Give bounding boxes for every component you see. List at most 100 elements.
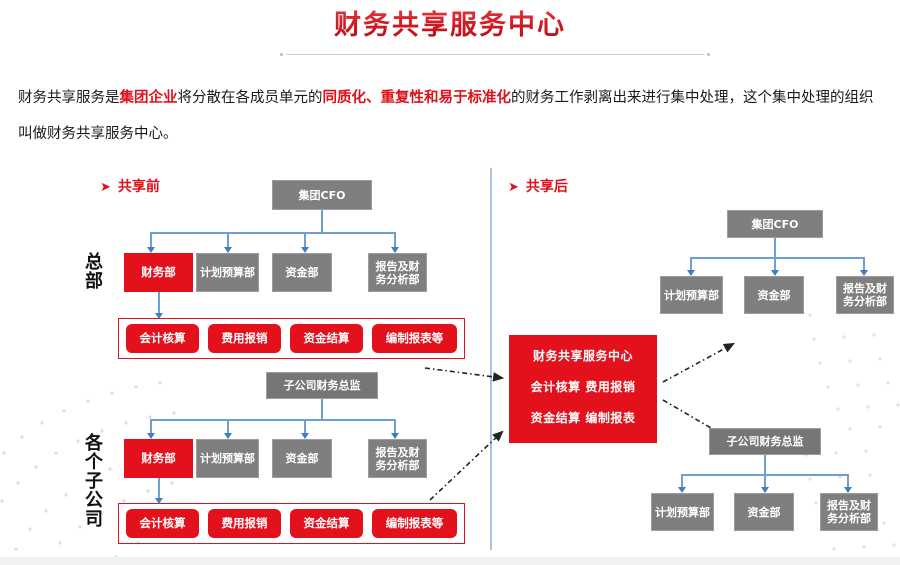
- left-sub-drop-2: [227, 419, 229, 435]
- left-hq-drop-3: [304, 232, 306, 249]
- page-title-wrap: 财务共享服务中心: [0, 8, 900, 42]
- title-divider-rule: [280, 53, 710, 56]
- left-hq-task-1[interactable]: 费用报销: [208, 324, 281, 353]
- right-hq-drop-3: [863, 257, 865, 272]
- ssc-title: 财务共享服务中心: [532, 349, 633, 363]
- left-sub-dept-3[interactable]: 报告及财务分析部: [368, 439, 427, 478]
- left-sub-arrow-2: [224, 433, 232, 439]
- right-hq-bus-line: [690, 257, 864, 259]
- left-hq-dept-0[interactable]: 财务部: [124, 253, 193, 292]
- page-title: 财务共享服务中心: [334, 10, 566, 40]
- intro-paragraph: 财务共享服务是集团企业将分散在各成员单元的同质化、重复性和易于标准化的财务工作剥…: [18, 80, 886, 152]
- left-hq-drop-1: [150, 232, 152, 249]
- right-sub-arrow-3: [844, 487, 852, 493]
- center-vertical-divider: [490, 168, 492, 550]
- ssc-row-1: 会计核算 费用报销: [530, 380, 636, 394]
- dashed-flow-arrows: [424, 342, 737, 501]
- left-hq-trunk-line: [321, 210, 323, 233]
- right-hq-arrow-3: [860, 270, 868, 276]
- right-sub-drop-3: [847, 474, 849, 489]
- right-hq-arrow-1: [687, 270, 695, 276]
- left-sub-bus-line: [150, 419, 395, 421]
- left-hq-arrow-4: [391, 247, 399, 253]
- intro-highlight-1: 集团企业: [119, 90, 178, 106]
- right-hq-dept-1[interactable]: 资金部: [744, 276, 804, 314]
- left-sub-task-group-outline: [118, 503, 465, 544]
- ssc-ellipsis: ……: [572, 438, 594, 448]
- left-sub-dept-2[interactable]: 资金部: [272, 439, 332, 478]
- intro-segment-3: 的财务工作剥离出来进行集中处理，这个集中处理的组织叫做财务共享服务中心。: [18, 90, 874, 142]
- left-hq-arrow-2: [224, 247, 232, 253]
- left-hq-dept-3[interactable]: 报告及财务分析部: [368, 253, 427, 292]
- diagram-canvas: ➤ 共享前 总部 各个子公司 集团CFO 财务部 计划预算部 资金部 报告及财务分…: [0, 160, 900, 558]
- left-sub-task-arrow: [155, 498, 163, 504]
- right-sub-drop-2: [764, 474, 766, 489]
- left-sub-task-3[interactable]: 编制报表等: [372, 509, 457, 538]
- right-sub-dept-2[interactable]: 报告及财务分析部: [820, 493, 878, 531]
- left-hq-task-group-outline: [118, 318, 465, 359]
- left-hq-root-box[interactable]: 集团CFO: [272, 180, 372, 210]
- intro-segment-1: 财务共享服务是: [18, 90, 120, 106]
- left-sub-dept-1[interactable]: 计划预算部: [196, 439, 259, 478]
- right-sub-dept-1[interactable]: 资金部: [734, 493, 794, 531]
- arrow-sub-to-center: [429, 430, 504, 501]
- left-sub-arrow-3: [301, 433, 309, 439]
- left-sub-drop-3: [304, 419, 306, 435]
- right-sub-arrow-2: [761, 487, 769, 493]
- title-divider-cap-right: [707, 53, 710, 56]
- right-hq-trunk-line: [774, 238, 776, 258]
- bullet-arrow-icon: ➤: [100, 179, 111, 194]
- side-label-headquarters: 总部: [82, 252, 103, 290]
- left-sub-task-2[interactable]: 资金结算: [290, 509, 363, 538]
- right-hq-dept-2[interactable]: 报告及财务分析部: [836, 276, 894, 314]
- left-sub-drop-4: [394, 419, 396, 435]
- intro-segment-2: 将分散在各成员单元的: [177, 90, 323, 106]
- left-hq-drop-2: [227, 232, 229, 249]
- title-divider-cap-left: [280, 53, 283, 56]
- section-header-before: ➤ 共享前: [100, 176, 160, 196]
- left-sub-task-0[interactable]: 会计核算: [126, 509, 199, 538]
- left-hq-task-3[interactable]: 编制报表等: [372, 324, 457, 353]
- section-header-after-label: 共享后: [525, 178, 568, 194]
- left-hq-task-arrow: [155, 313, 163, 319]
- left-hq-arrow-3: [301, 247, 309, 253]
- right-hq-root-box[interactable]: 集团CFO: [727, 210, 823, 238]
- ssc-row-2: 资金结算 编制报表: [530, 411, 636, 425]
- section-header-after: ➤ 共享后: [508, 176, 568, 196]
- arrow-hq-to-center: [424, 367, 505, 382]
- intro-highlight-2: 同质化、重复性和易于标准化: [322, 90, 512, 106]
- section-header-before-label: 共享前: [117, 178, 160, 194]
- right-hq-drop-1: [690, 257, 692, 272]
- side-label-subsidiaries: 各个子公司: [82, 433, 103, 528]
- right-sub-arrow-1: [678, 487, 686, 493]
- left-hq-dept-2[interactable]: 资金部: [272, 253, 332, 292]
- left-hq-task-0[interactable]: 会计核算: [126, 324, 199, 353]
- right-sub-drop-1: [681, 474, 683, 489]
- right-hq-dept-0[interactable]: 计划预算部: [660, 276, 723, 314]
- right-hq-drop-2: [774, 257, 776, 272]
- title-divider-bar: [286, 54, 704, 55]
- left-hq-arrow-1: [147, 247, 155, 253]
- left-hq-task-trunk: [158, 292, 160, 315]
- right-sub-root-box[interactable]: 子公司财务总监: [709, 428, 821, 455]
- right-sub-dept-0[interactable]: 计划预算部: [651, 493, 714, 531]
- left-sub-trunk-line: [321, 399, 323, 420]
- right-hq-arrow-2: [771, 270, 779, 276]
- right-sub-trunk-line: [764, 455, 766, 475]
- left-sub-arrow-1: [147, 433, 155, 439]
- left-hq-task-2[interactable]: 资金结算: [290, 324, 363, 353]
- left-sub-root-box[interactable]: 子公司财务总监: [266, 372, 378, 399]
- left-sub-drop-1: [150, 419, 152, 435]
- left-sub-dept-0[interactable]: 财务部: [124, 439, 193, 478]
- left-hq-dept-1[interactable]: 计划预算部: [196, 253, 259, 292]
- shared-service-center-block[interactable]: 财务共享服务中心 会计核算 费用报销 资金结算 编制报表 ……: [509, 335, 657, 448]
- left-hq-drop-4: [394, 232, 396, 249]
- arrow-center-to-right-sub: [662, 399, 737, 444]
- bottom-strip: [0, 557, 900, 565]
- arrow-center-to-right-hq: [662, 342, 735, 383]
- left-hq-bus-line: [150, 232, 395, 234]
- left-sub-task-trunk: [158, 478, 160, 500]
- left-sub-task-1[interactable]: 费用报销: [208, 509, 281, 538]
- bullet-arrow-icon-right: ➤: [508, 179, 519, 194]
